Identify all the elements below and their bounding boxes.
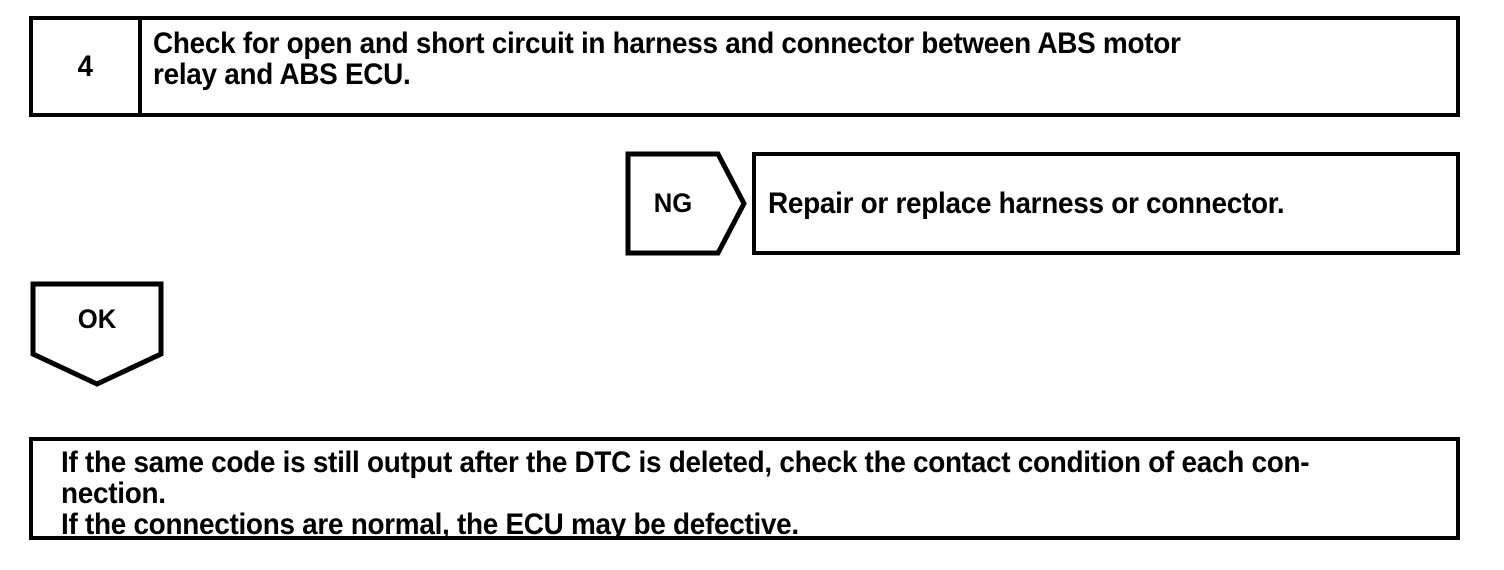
ng-branch-arrow: NG (625, 151, 747, 256)
step-number-cell: 4 (33, 20, 142, 113)
step-instruction-cell: Check for open and short circuit in harn… (142, 20, 1456, 113)
ok-arrow-shape (30, 281, 164, 387)
note-line-1: If the same code is still output after t… (61, 446, 1310, 479)
step-number: 4 (77, 49, 94, 83)
note-box: If the same code is still output after t… (29, 437, 1460, 540)
ok-branch-label: OK (77, 303, 117, 334)
step-box: 4 Check for open and short circuit in ha… (29, 16, 1460, 117)
ng-arrow-shape (625, 151, 747, 256)
ng-result-text: Repair or replace harness or connector. (768, 187, 1285, 220)
step-instruction-line-1: Check for open and short circuit in harn… (153, 27, 1181, 60)
note-line-2: nection. (61, 477, 166, 510)
ok-branch-arrow: OK (30, 281, 164, 387)
step-instruction-line-2: relay and ABS ECU. (153, 58, 411, 91)
ng-result-box: Repair or replace harness or connector. (752, 152, 1460, 255)
note-line-3: If the connections are normal, the ECU m… (61, 508, 799, 541)
ng-branch-label: NG (653, 188, 693, 218)
